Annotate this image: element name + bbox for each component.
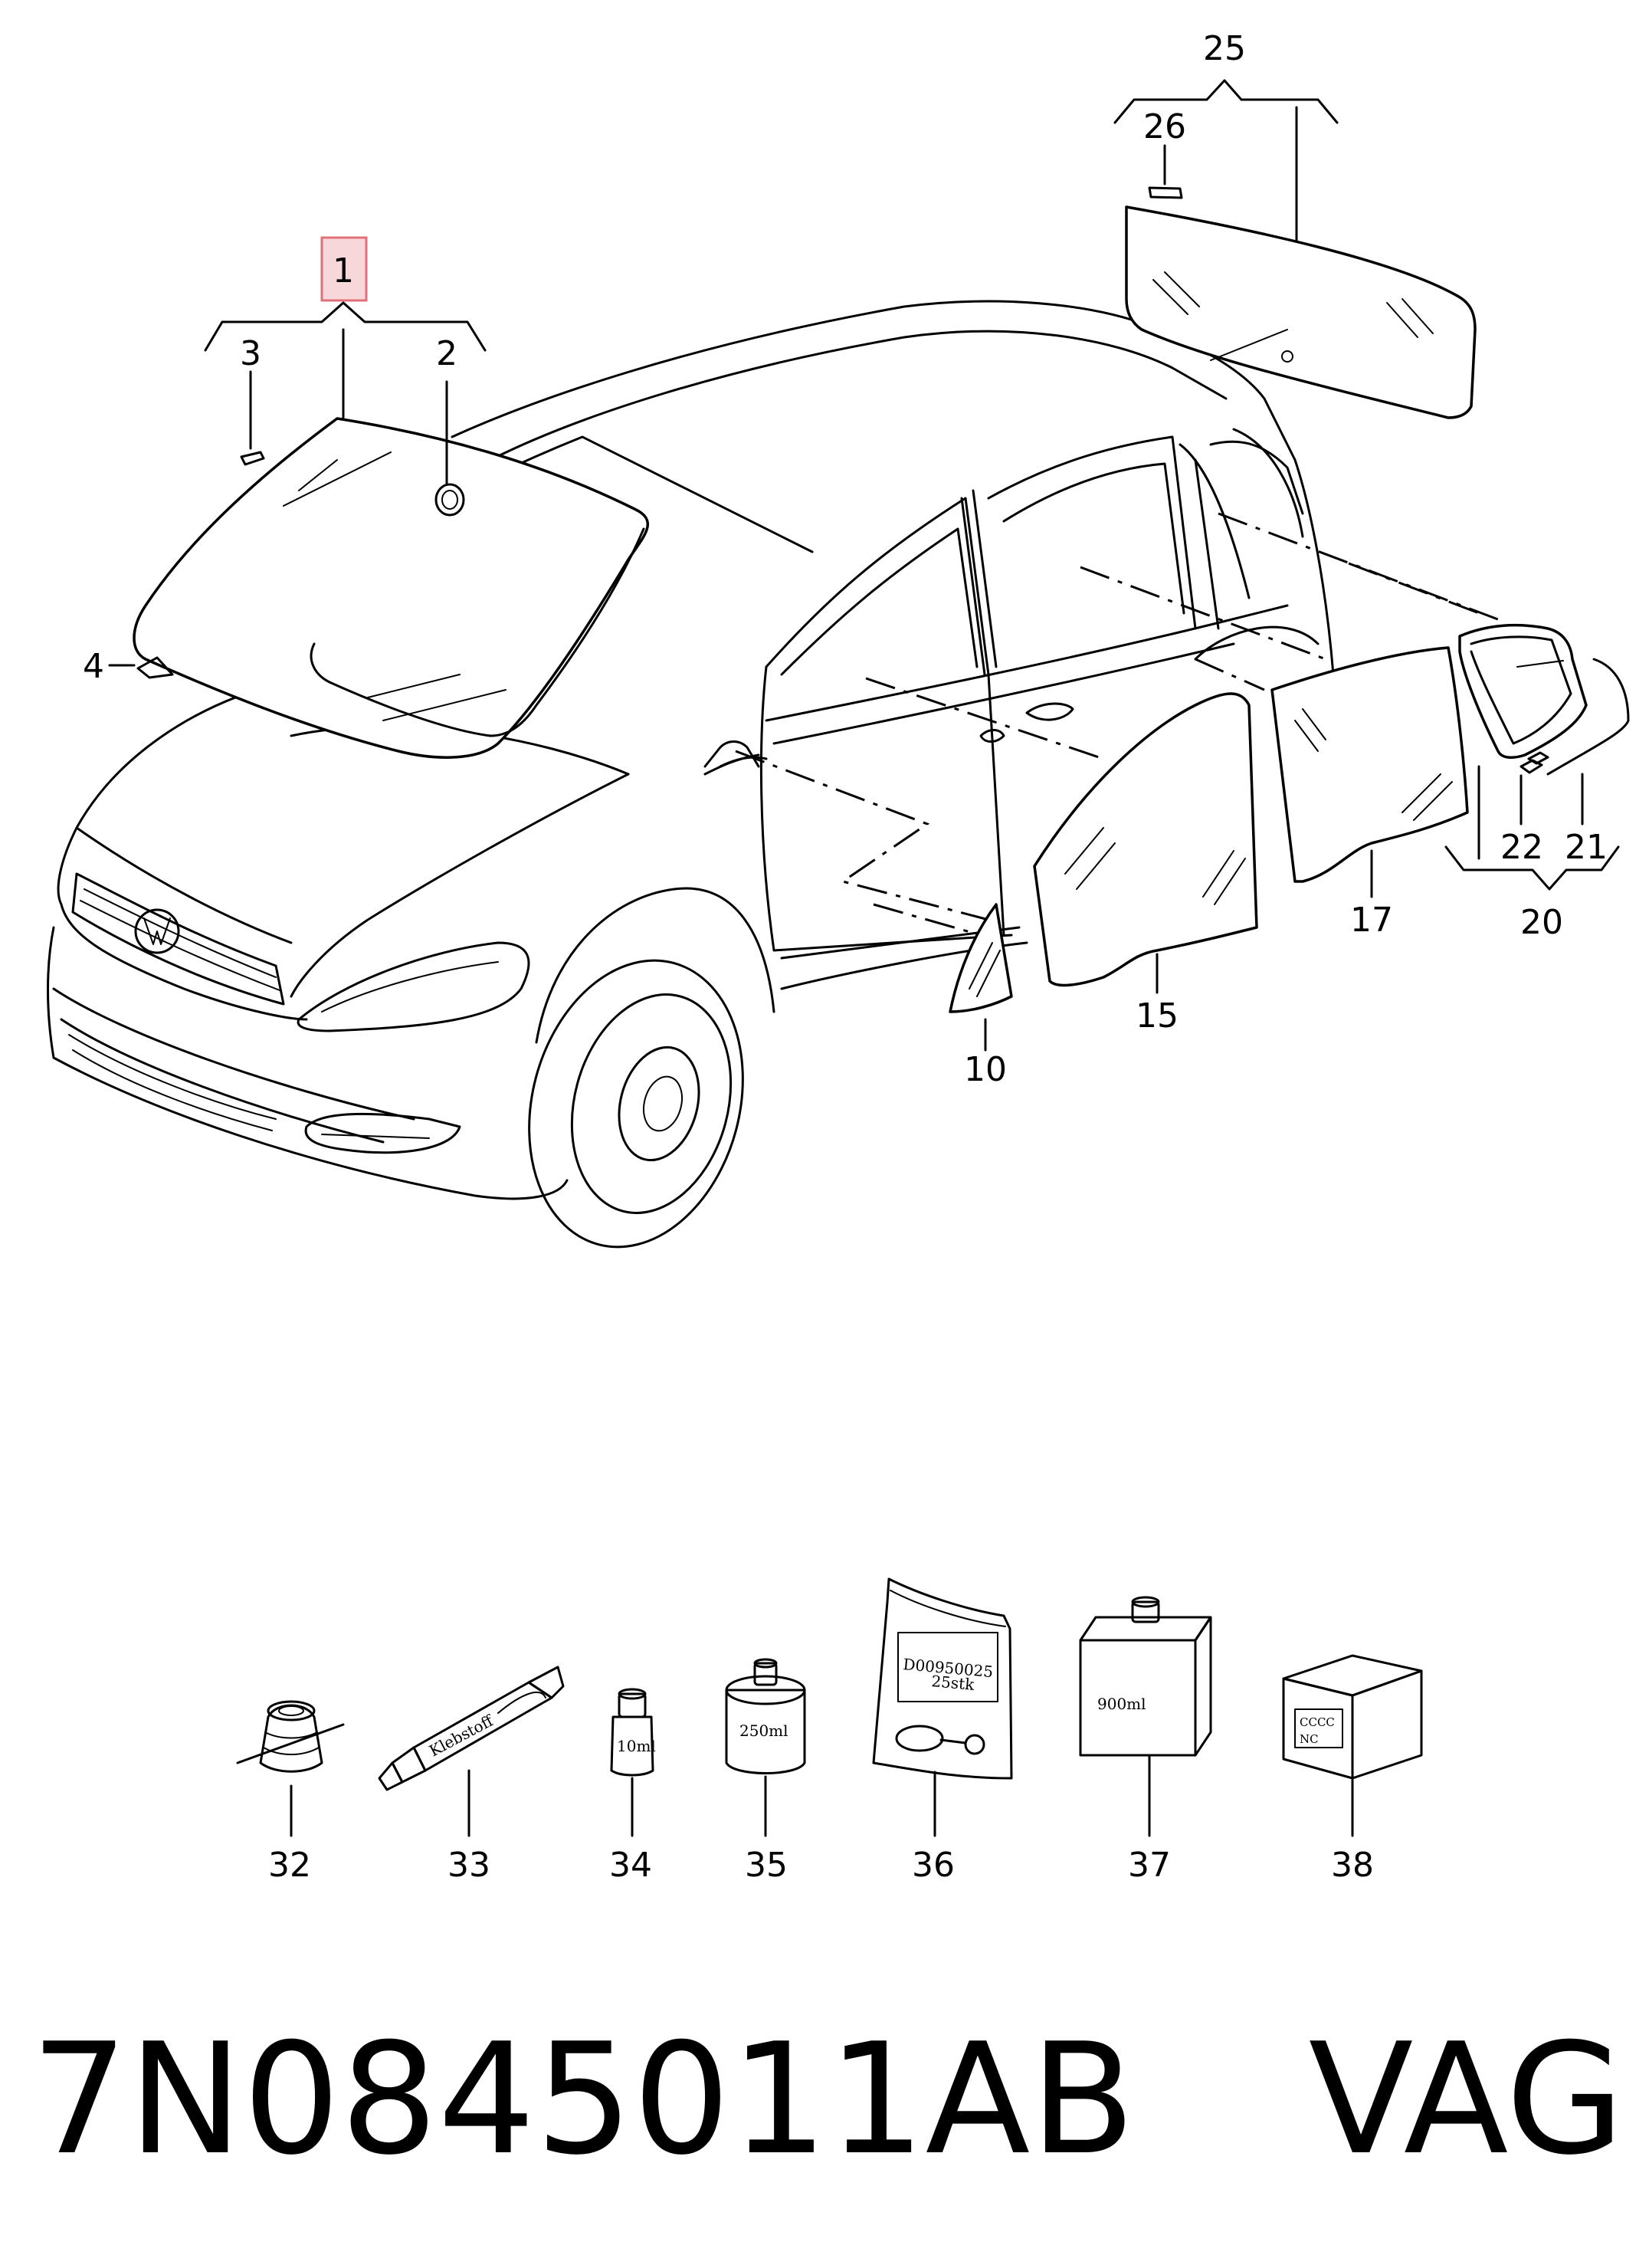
accessory-35[interactable]: 250ml 35 [725,1658,806,1885]
accessory-32[interactable]: 32 [236,1700,345,1885]
bottle-label: 10ml [617,1737,656,1755]
bag-label-qty: 25stk [931,1672,976,1694]
part-number: 7N0845011AB [31,2010,1136,2189]
callout-25[interactable]: 25 [1203,29,1246,68]
leader-lines [108,79,1620,1052]
callout-1[interactable]: 1 [333,251,354,290]
callout-17[interactable]: 17 [1350,901,1393,940]
callout-21[interactable]: 21 [1565,828,1608,867]
callout-37[interactable]: 37 [1128,1846,1171,1885]
callout-38[interactable]: 38 [1331,1846,1374,1885]
clip-part-3[interactable] [240,451,265,466]
callout-numbers: 1 2 3 4 10 15 17 20 21 22 25 26 [83,29,1608,1089]
rain-sensor-part[interactable] [434,483,465,517]
callout-15[interactable]: 15 [1136,996,1179,1036]
guide-lines [735,512,1503,937]
accessory-38[interactable]: CCCC NC 38 [1282,1654,1423,1885]
callout-22[interactable]: 22 [1500,828,1543,867]
bracket-part-4[interactable] [136,656,174,679]
seal-part-21[interactable] [1546,658,1630,776]
accessory-34[interactable]: 10ml 34 [609,1688,656,1885]
callout-3[interactable]: 3 [240,334,261,373]
clip-part-22[interactable] [1520,751,1549,774]
callout-4[interactable]: 4 [83,647,104,686]
callout-36[interactable]: 36 [912,1846,955,1885]
clip-part-26[interactable] [1148,186,1183,199]
callout-10[interactable]: 10 [964,1050,1007,1089]
rear-door-glass-part[interactable] [1270,646,1469,883]
rear-quarter-glass-part[interactable] [1458,623,1588,760]
accessories-row: 32 Klebstoff 33 10ml 34 [236,1577,1423,1885]
callout-35[interactable]: 35 [745,1846,788,1885]
callout-34[interactable]: 34 [609,1846,652,1885]
windshield-part[interactable] [133,417,649,759]
footer: 7N0845011AB VAG [31,2008,1624,2192]
front-door-glass-part[interactable] [1033,692,1258,987]
highlight-box [320,236,368,302]
callout-33[interactable]: 33 [447,1846,490,1885]
callout-26[interactable]: 26 [1143,107,1186,146]
accessory-36[interactable]: D00950025 25stk 36 [872,1577,1013,1885]
car-illustration [47,300,1335,1249]
callout-32[interactable]: 32 [268,1846,311,1885]
package-label-2: NC [1300,1732,1319,1746]
can-label: 250ml [739,1722,788,1740]
callout-20[interactable]: 20 [1520,903,1563,942]
accessory-33[interactable]: Klebstoff 33 [378,1666,565,1885]
front-quarter-glass-part[interactable] [949,903,1013,1013]
rear-window-part[interactable] [1125,205,1477,419]
box-label: 900ml [1097,1695,1146,1713]
vendor-name: VAG [1308,2010,1624,2189]
accessory-37[interactable]: 900ml 37 [1079,1596,1212,1885]
callout-2[interactable]: 2 [436,334,457,373]
package-label-1: CCCC [1300,1715,1335,1729]
